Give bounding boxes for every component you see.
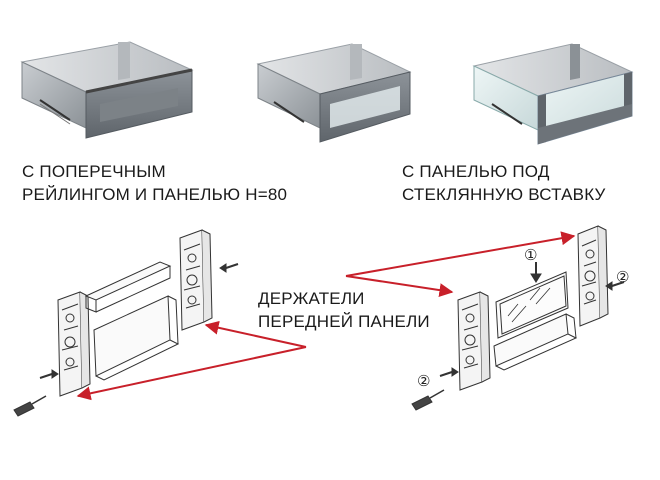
- drawer-grey-panel-image: [256, 43, 412, 143]
- drawer-with-railing-image: [20, 41, 194, 139]
- front-holder-right-1: [179, 229, 213, 331]
- left-assembly-diagram: [13, 229, 239, 417]
- drawer-glass-insert-image: [472, 43, 634, 145]
- caption-railing-line2: РЕЙЛИНГОМ И ПАНЕЛЬЮ H=80: [22, 185, 288, 204]
- step-marker-2-right: ②: [616, 268, 629, 286]
- front-holder-left-2: [457, 291, 491, 391]
- front-holder-left-1: [57, 291, 91, 397]
- screwdriver-left: [13, 395, 47, 417]
- front-holder-right-2: [577, 225, 609, 327]
- holders-label-line2: ПЕРЕДНЕЙ ПАНЕЛИ: [258, 312, 430, 331]
- caption-glass-line1: С ПАНЕЛЬЮ ПОД: [402, 162, 550, 181]
- caption-glass-line2: СТЕКЛЯННУЮ ВСТАВКУ: [402, 185, 606, 204]
- step-marker-1: ①: [524, 246, 537, 264]
- caption-railing-line1: С ПОПЕРЕЧНЫМ: [22, 162, 166, 181]
- glass-insert: [495, 271, 569, 339]
- screwdriver-right: [411, 389, 445, 411]
- arrow-to-left-holder-right: [345, 275, 454, 298]
- caption-glass-insert: С ПАНЕЛЬЮ ПОД СТЕКЛЯННУЮ ВСТАВКУ: [402, 160, 606, 206]
- arrow-to-right-holder-right: [345, 231, 576, 277]
- pointer-arrows: [76, 231, 576, 401]
- step-marker-2-left: ②: [417, 372, 430, 390]
- arrow-to-right-holder-left: [204, 320, 307, 348]
- holders-label-line1: ДЕРЖАТЕЛИ: [258, 289, 365, 308]
- arrow-to-left-holder-left: [76, 346, 307, 401]
- caption-railing-panel: С ПОПЕРЕЧНЫМ РЕЙЛИНГОМ И ПАНЕЛЬЮ H=80: [22, 160, 287, 206]
- holders-label: ДЕРЖАТЕЛИ ПЕРЕДНЕЙ ПАНЕЛИ: [258, 287, 430, 333]
- right-assembly-diagram: [411, 225, 625, 411]
